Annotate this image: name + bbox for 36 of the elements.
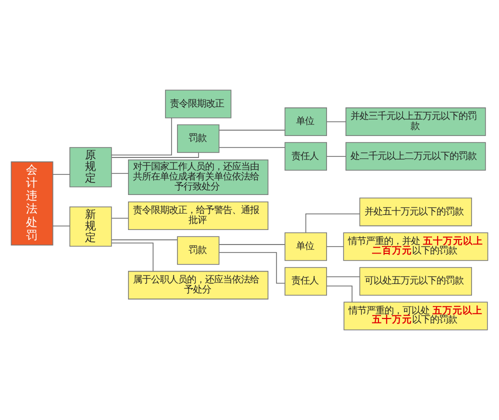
node-box: 罚款 [177,236,220,265]
connector [218,147,286,148]
node-box: 会计违法处罚 [10,161,54,246]
node-box: 并处三千元以上五万元以下的罚款 [346,107,486,136]
node-box: 可以处五万元以下的罚款 [359,267,472,296]
node-box: 对于国家工作人员的，还应当由共所在单位成者有关单位依法给予行致处分 [128,160,268,195]
connector [52,174,70,175]
connector [326,276,360,278]
node-box: 责令限期改正，给予警告、通报批评 [128,202,268,230]
node-box: 新规定 [69,206,112,247]
connector [218,130,286,131]
connector [326,286,352,302]
node-box: 责令限期改正 [165,90,232,118]
connector [111,152,199,158]
node-box: 责任人 [284,267,327,296]
connector [111,218,129,219]
connector [111,118,172,156]
node-box: 处二千元以上二万元以下的罚款 [346,142,486,171]
node-box: 情节严重的，并处五十万元以上二百万元以下的罚款 [343,232,488,261]
node-box: 情节严重的，可以处五万元以上五十万元以下的罚款 [344,302,488,330]
connector [305,213,360,233]
node-box: 单位 [284,232,327,261]
connector [326,246,344,248]
node-box: 责任人 [284,142,327,171]
connector [326,121,346,122]
connector [326,156,346,157]
node-box: 原规定 [69,147,112,188]
connector [111,172,129,174]
node-box: 单位 [284,107,327,136]
connector [218,252,286,284]
connector [111,242,154,272]
node-box: 属于公职人员的，还应当依法给予处分 [128,270,268,300]
node-box: 并处五十万元以下的罚款 [359,198,472,226]
connector [111,239,178,240]
node-box: 罚款 [177,124,220,153]
connector [218,244,286,245]
